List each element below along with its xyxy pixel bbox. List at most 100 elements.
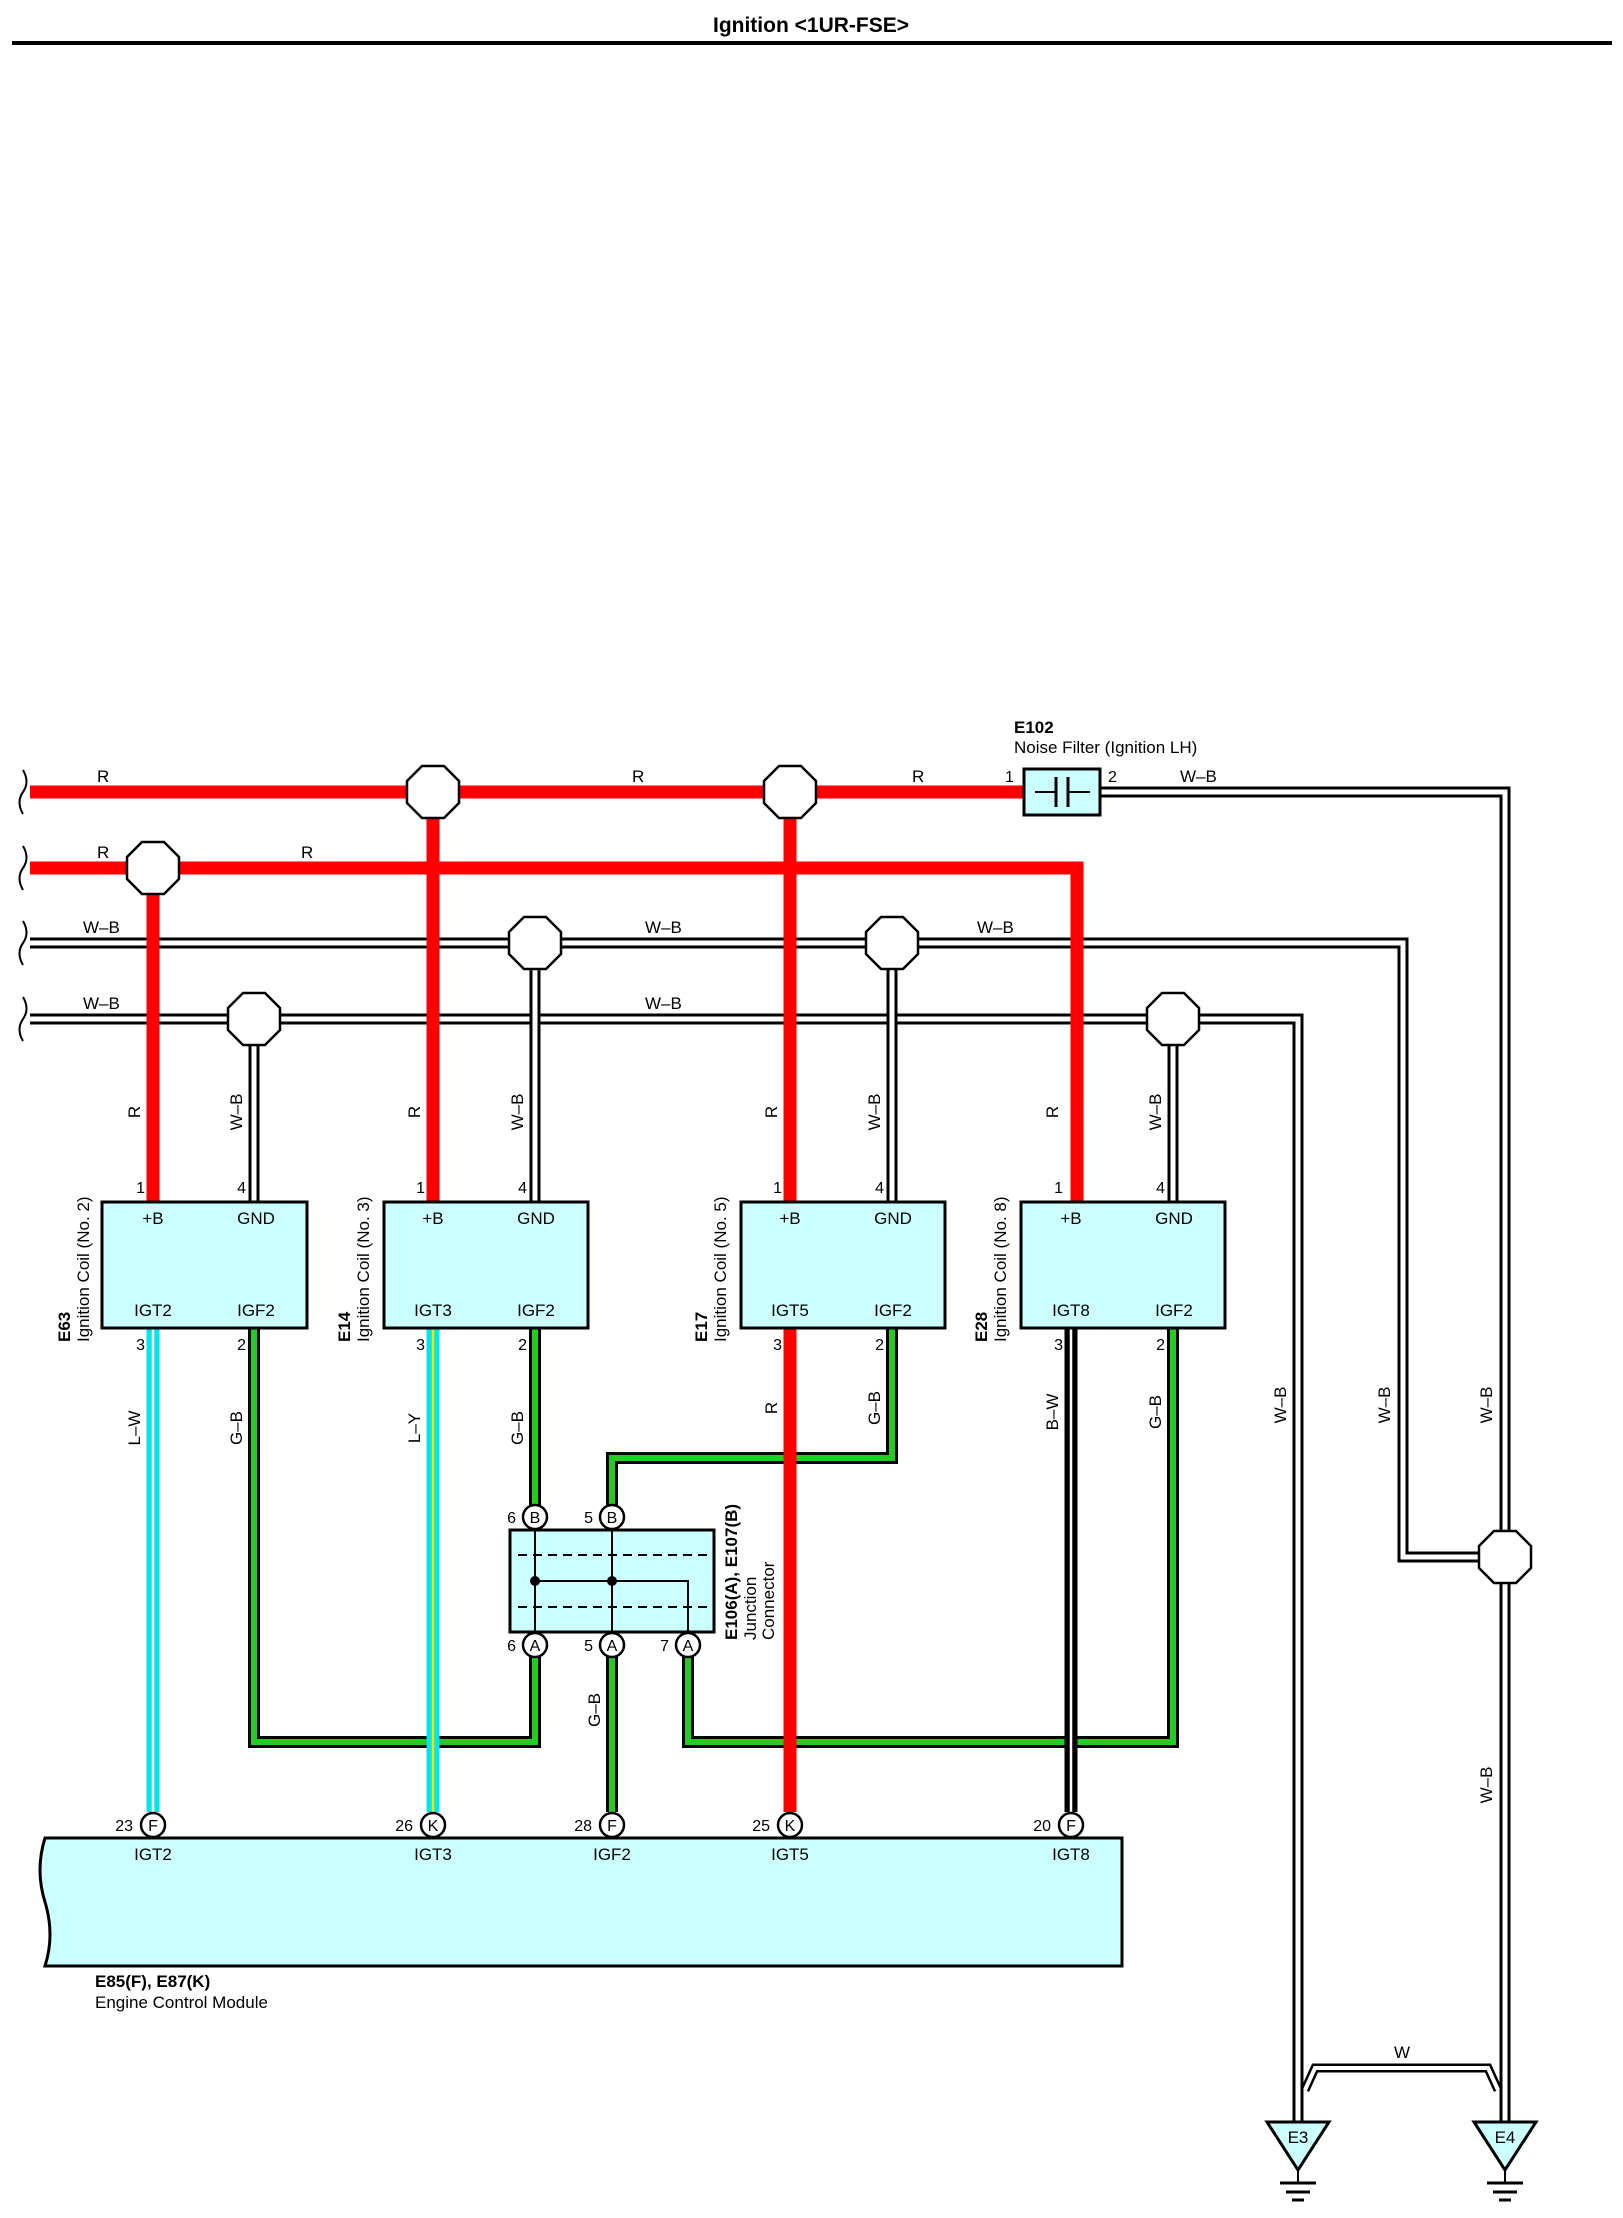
svg-text:IGT2: IGT2: [134, 1845, 172, 1864]
pin-number: 1: [416, 1180, 425, 1197]
junction-connector: E106(A), E107(B) Junction Connector: [508, 1504, 778, 1640]
ignition-coil-e14: +B GND IGT3 IGF2 1 4 3 2 E14 Ignition Co…: [335, 1094, 590, 1445]
pin-number: 3: [416, 1337, 425, 1354]
svg-text:28: 28: [574, 1818, 592, 1835]
svg-text:26: 26: [395, 1818, 413, 1835]
splice-point: [762, 764, 818, 820]
pin-number: 3: [1054, 1337, 1063, 1354]
svg-text:B: B: [607, 1510, 618, 1527]
svg-text:IGT3: IGT3: [414, 1845, 452, 1864]
svg-text:A: A: [683, 1638, 694, 1655]
splice-point: [125, 840, 181, 896]
wire-label: R: [762, 1402, 781, 1414]
junction-pin-b6: B 6: [507, 1503, 549, 1531]
svg-text:5: 5: [584, 1510, 593, 1527]
svg-text:K: K: [428, 1818, 439, 1835]
svg-text:7: 7: [660, 1638, 669, 1655]
wire-label: W–B: [83, 994, 120, 1013]
svg-text:A: A: [530, 1638, 541, 1655]
wire-label: R: [762, 1106, 781, 1118]
svg-text:IGT8: IGT8: [1052, 1845, 1090, 1864]
pin-number: 2: [237, 1337, 246, 1354]
component-name: Junction: [741, 1577, 760, 1640]
wire-label: G–B: [865, 1391, 884, 1425]
terminal-label: +B: [1060, 1209, 1081, 1228]
svg-text:B: B: [530, 1510, 541, 1527]
pin-number: 2: [518, 1337, 527, 1354]
pin-number: 4: [1156, 1180, 1165, 1197]
pin-number: 2: [1108, 769, 1117, 786]
component-code: E85(F), E87(K): [95, 1972, 210, 1991]
wire-label: W–B: [645, 918, 682, 937]
splice-point: [405, 764, 461, 820]
terminal-label: GND: [517, 1209, 555, 1228]
svg-text:20: 20: [1033, 1818, 1051, 1835]
pin-number: 4: [875, 1180, 884, 1197]
wire-label: R: [125, 1106, 144, 1118]
component-code: E14: [335, 1311, 354, 1342]
pin-number: 2: [875, 1337, 884, 1354]
component-code: E106(A), E107(B): [722, 1504, 741, 1640]
svg-text:K: K: [785, 1818, 796, 1835]
svg-text:6: 6: [507, 1510, 516, 1527]
pin-number: 3: [773, 1337, 782, 1354]
ignition-coil-e17: +B GND IGT5 IGF2 1 4 3 2 E17 Ignition Co…: [692, 1094, 947, 1425]
ecm-pin-igt2: F 23 IGT2: [115, 1811, 172, 1864]
wire-label: W–B: [977, 918, 1014, 937]
junction-pin-a7: A 7: [660, 1631, 702, 1659]
ignition-coil-e28: +B GND IGT8 IGF2 1 4 3 2 E28 Ignition Co…: [972, 1094, 1227, 1431]
component-name: Connector: [759, 1561, 778, 1640]
junction-pin-a5: A 5: [584, 1631, 626, 1659]
wire-label: W–B: [1271, 1387, 1290, 1424]
wire-label: R: [97, 767, 109, 786]
component-code: E17: [692, 1312, 711, 1342]
wire-label: W–B: [1375, 1387, 1394, 1424]
svg-text:A: A: [607, 1638, 618, 1655]
wire-label: W–B: [1146, 1094, 1165, 1131]
pin-number: 4: [237, 1180, 246, 1197]
svg-text:F: F: [607, 1818, 617, 1835]
svg-text:F: F: [148, 1818, 158, 1835]
wire-label: R: [1043, 1106, 1062, 1118]
wire-label: G–B: [508, 1411, 527, 1445]
pin-number: 4: [518, 1180, 527, 1197]
wire-label: B–W: [1043, 1394, 1062, 1431]
wire-label: R: [632, 767, 644, 786]
svg-text:IGF2: IGF2: [593, 1845, 631, 1864]
wire-label: G–B: [585, 1693, 604, 1727]
component-name: Noise Filter (Ignition LH): [1014, 738, 1197, 757]
bus-wire-labels: R R R R R W–B W–B W–B W–B W–B: [83, 767, 1014, 1013]
terminal-label: IGT3: [414, 1301, 452, 1320]
terminal-label: GND: [1155, 1209, 1193, 1228]
terminal-label: IGT5: [771, 1301, 809, 1320]
terminal-label: +B: [142, 1209, 163, 1228]
ground-e3: E3: [1264, 2120, 1332, 2202]
terminal-label: GND: [237, 1209, 275, 1228]
wire-label: W–B: [508, 1094, 527, 1131]
wire-label: G–B: [1146, 1395, 1165, 1429]
wire-label: L–Y: [405, 1413, 424, 1443]
junction-pin-b5: B 5: [584, 1503, 626, 1531]
terminal-label: IGF2: [237, 1301, 275, 1320]
component-name: Engine Control Module: [95, 1993, 268, 2012]
svg-text:23: 23: [115, 1818, 133, 1835]
wire-label: R: [912, 767, 924, 786]
terminal-label: IGT2: [134, 1301, 172, 1320]
splice-point: [507, 915, 563, 971]
svg-text:E3: E3: [1288, 2128, 1309, 2147]
svg-text:6: 6: [507, 1638, 516, 1655]
terminal-label: IGT8: [1052, 1301, 1090, 1320]
splice-point: [864, 915, 920, 971]
r-wires: [30, 785, 1084, 1812]
ignition-coil-e63: +B GND IGT2 IGF2 1 4 3 2 E63 Ignition Co…: [55, 1094, 309, 1445]
terminal-label: IGF2: [1155, 1301, 1193, 1320]
component-name: Ignition Coil (No. 2): [74, 1196, 93, 1342]
svg-text:F: F: [1066, 1818, 1076, 1835]
component-code: E63: [55, 1312, 74, 1342]
wire-label: W–B: [1477, 1767, 1496, 1804]
terminal-label: GND: [874, 1209, 912, 1228]
wb-wires: [30, 786, 1511, 2122]
pin-number: 1: [136, 1180, 145, 1197]
terminal-label: +B: [422, 1209, 443, 1228]
